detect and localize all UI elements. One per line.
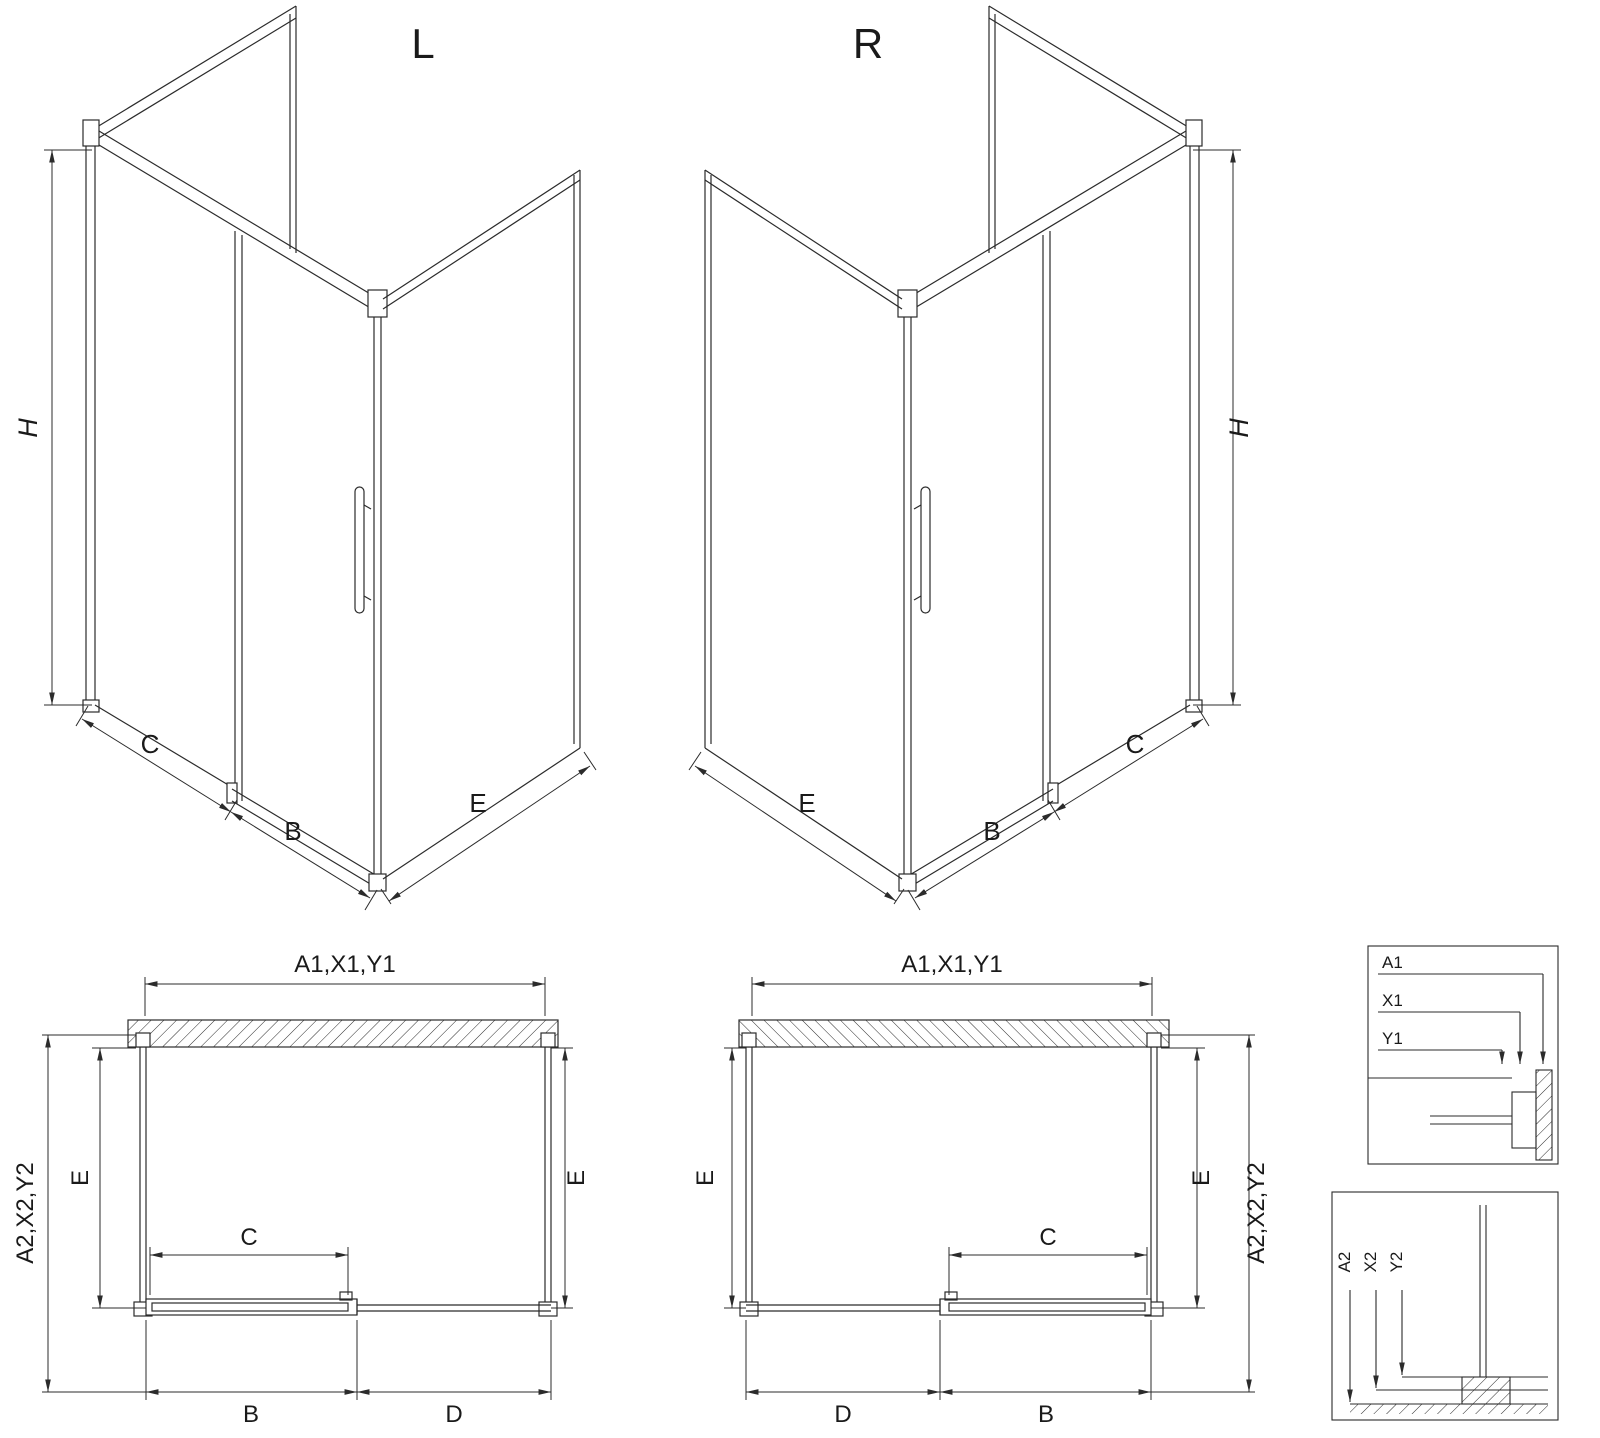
dim-label-side-left: E	[469, 788, 486, 818]
dim-label-track-left: B	[284, 816, 301, 846]
dim-label-height-left: H	[13, 418, 43, 438]
plan-dim-width-right: A1,X1,Y1	[901, 951, 1002, 978]
plan-dim-depth-left: A2,X2,Y2	[12, 1162, 39, 1263]
plan-dim-door-r: C	[1039, 1224, 1056, 1251]
iso-view-right: R H C B E	[689, 6, 1254, 910]
wall-detail-top: A1 X1 Y1	[1367, 945, 1559, 1165]
detail-label-a1: A1	[1382, 953, 1403, 972]
plan-dim-depth-right: A2,X2,Y2	[1243, 1162, 1270, 1263]
plan-dim-track-r: B	[1038, 1401, 1054, 1428]
plan-dim-e-right-side-r: E	[1188, 1170, 1215, 1186]
plan-dim-door: C	[240, 1224, 257, 1251]
plan-dim-fixed-r: D	[834, 1401, 851, 1428]
plan-dim-e-right-side: E	[563, 1170, 590, 1186]
detail-label-y2: Y2	[1387, 1252, 1406, 1273]
variant-label-right: R	[853, 20, 883, 67]
dim-label-door-right: C	[1126, 729, 1145, 759]
dim-label-door-left: C	[141, 729, 160, 759]
dim-label-height-right: H	[1224, 418, 1254, 438]
dim-label-side-right: E	[798, 788, 815, 818]
variant-label-left: L	[411, 20, 434, 67]
dim-label-track-right: B	[983, 816, 1000, 846]
plan-view-right: A1,X1,Y1 A2,X2,Y2 E E C B D	[692, 951, 1270, 1428]
plan-dim-e-left-side-r: E	[692, 1170, 719, 1186]
iso-view-left: L H C B E	[13, 6, 596, 910]
plan-dim-fixed: D	[445, 1401, 462, 1428]
plan-dim-e-left-side: E	[67, 1170, 94, 1186]
detail-label-x2: X2	[1361, 1252, 1380, 1273]
detail-label-y1: Y1	[1382, 1029, 1403, 1048]
detail-label-x1: X1	[1382, 991, 1403, 1010]
plan-dim-width-left: A1,X1,Y1	[294, 951, 395, 978]
plan-view-left: A1,X1,Y1 A2,X2,Y2 E E C B D	[12, 951, 590, 1428]
detail-label-a2: A2	[1335, 1252, 1354, 1273]
wall-detail-bottom: A2 X2 Y2	[1331, 1191, 1559, 1421]
plan-dim-track: B	[243, 1401, 259, 1428]
